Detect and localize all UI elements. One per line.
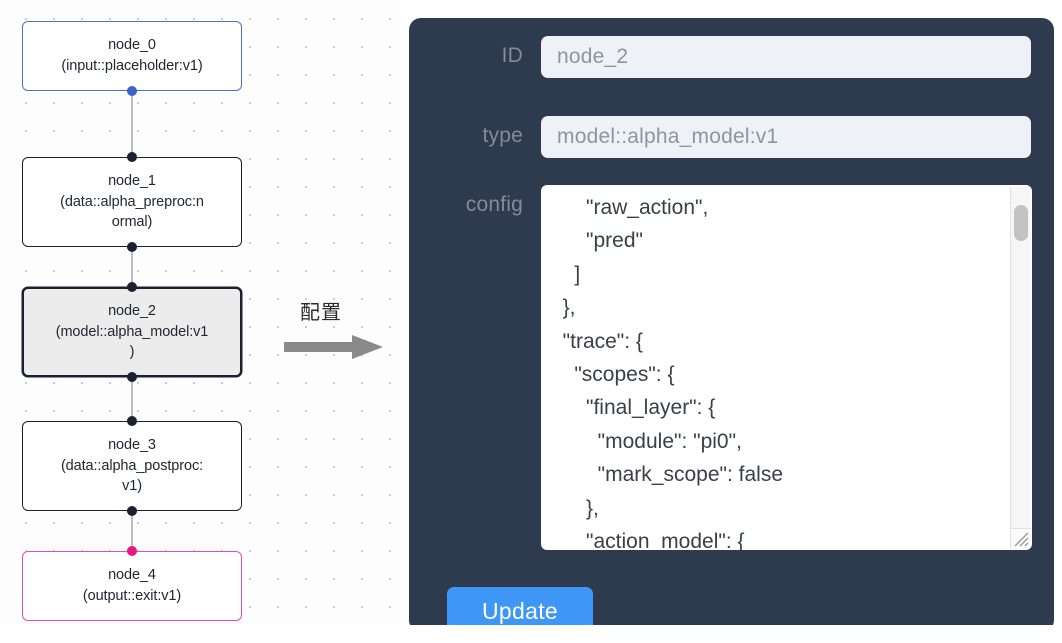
node-title: node_0 [108, 37, 156, 54]
node-subtitle-line1: (model::alpha_model:v1 [55, 323, 209, 340]
node-subtitle: (output::exit:v1) [82, 588, 182, 604]
node-handle-target-node_3[interactable] [127, 416, 137, 426]
graph-node-node_4[interactable]: node_4 (output::exit:v1) [22, 551, 242, 621]
id-field-row: ID [419, 36, 1031, 78]
edge-node1-node2 [131, 247, 133, 287]
id-label: ID [501, 44, 523, 67]
annotation-label: 配置 [300, 300, 342, 324]
edge-node2-node3 [131, 377, 133, 417]
config-editor[interactable]: "raw_action", "pred" ] }, "trace": { "sc… [541, 185, 1032, 550]
graph-node-node_3[interactable]: node_3 (data::alpha_postproc: v1) [22, 421, 242, 511]
type-field-row: type [419, 116, 1031, 158]
graph-node-node_0[interactable]: node_0 (input::placeholder:v1) [22, 21, 242, 91]
node-subtitle-line1: (data::alpha_preproc:n [60, 193, 204, 210]
node-subtitle: (input::placeholder:v1) [61, 58, 203, 74]
node-title: node_3 [108, 437, 156, 454]
viewport-bottom-edge [0, 625, 1062, 643]
edge-node0-node1 [131, 91, 133, 157]
node-handle-target-node_4[interactable] [127, 546, 137, 556]
node-subtitle-line1: (data::alpha_postproc: [60, 457, 204, 474]
config-scrollbar-thumb[interactable] [1014, 205, 1028, 241]
arrow-right-icon [284, 334, 384, 365]
type-input[interactable] [541, 116, 1031, 158]
resize-grip-icon[interactable] [1010, 528, 1031, 549]
type-label: type [482, 124, 523, 147]
node-handle-source-node_0[interactable] [127, 86, 137, 96]
node-title: node_4 [108, 567, 156, 584]
update-button[interactable]: Update [447, 587, 593, 632]
node-title: node_1 [108, 173, 156, 190]
id-input[interactable] [541, 36, 1031, 78]
config-label: config [465, 193, 523, 216]
config-field-row: config "raw_action", "pred" ] }, "trace"… [419, 185, 1032, 550]
graph-node-node_2[interactable]: node_2 (model::alpha_model:v1 ) [22, 287, 242, 377]
node-handle-target-node_2[interactable] [127, 282, 137, 292]
edge-node3-node4 [131, 511, 133, 551]
config-textarea[interactable]: "raw_action", "pred" ] }, "trace": { "sc… [541, 185, 1032, 550]
annotation-arrow-group: 配置 [284, 296, 396, 366]
node-subtitle-line2: v1) [122, 478, 142, 495]
node-handle-source-node_3[interactable] [127, 506, 137, 516]
graph-node-node_1[interactable]: node_1 (data::alpha_preproc:n ormal) [22, 157, 242, 247]
node-handle-source-node_1[interactable] [127, 242, 137, 252]
node-subtitle-line2: ormal) [111, 214, 153, 231]
node-title: node_2 [108, 303, 156, 320]
node-handle-target-node_1[interactable] [127, 152, 137, 162]
flow-canvas[interactable]: node_0 (input::placeholder:v1) node_1 (d… [0, 0, 400, 643]
node-handle-source-node_2[interactable] [127, 372, 137, 382]
node-inspector-panel: ID type config "raw_action", "pred" ] },… [409, 18, 1054, 632]
config-scrollbar[interactable] [1010, 187, 1030, 530]
node-subtitle-line2: ) [129, 344, 135, 361]
